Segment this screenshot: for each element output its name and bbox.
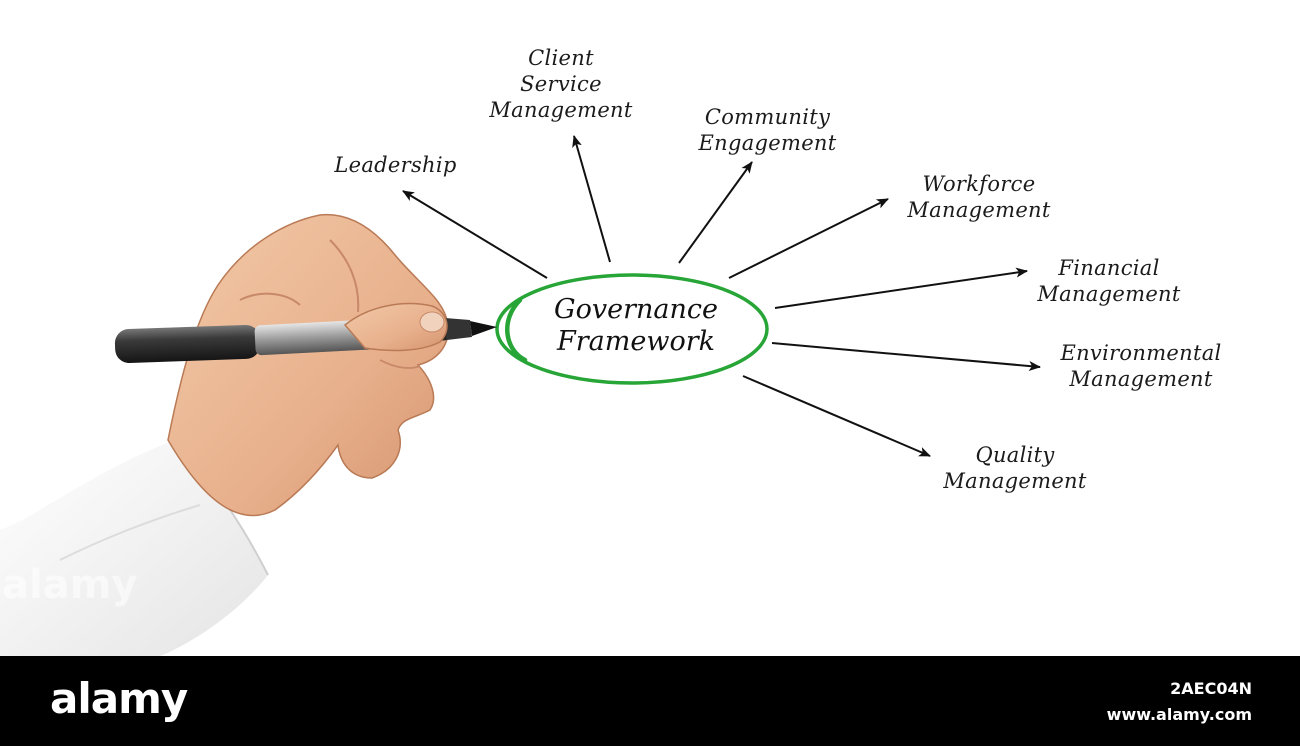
arrow-to-leadership <box>402 190 548 279</box>
arrow-to-financial <box>774 267 1028 309</box>
footer-url: www.alamy.com <box>1106 705 1252 724</box>
center-ellipse <box>495 273 769 385</box>
arrow-to-quality <box>742 375 931 457</box>
thumb <box>343 302 448 352</box>
center-title-line2: Framework <box>557 326 715 357</box>
footer-image-id: 2AEC04N <box>1170 679 1252 698</box>
hand-holding-marker-icon <box>167 213 449 517</box>
arrow-to-workforce <box>728 198 889 279</box>
branch-label-environmental: Environmental Management <box>1060 341 1222 391</box>
footer-logo: alamy <box>50 674 188 723</box>
branch-label-quality: Quality Management <box>943 443 1087 493</box>
arrow-to-environmental <box>771 342 1041 371</box>
branch-label-workforce: Workforce Management <box>907 172 1051 222</box>
footer-bar: alamy 2AEC04N www.alamy.com <box>0 656 1300 746</box>
center-title-line1: Governance <box>554 294 718 325</box>
branch-label-client-service: Client Service Management <box>489 46 633 122</box>
diagram-art <box>0 135 1041 656</box>
branch-label-community: Community Engagement <box>698 105 837 155</box>
branch-label-leadership: Leadership <box>334 153 457 177</box>
arrow-to-community <box>678 161 753 264</box>
center-title: Governance Framework <box>505 294 767 358</box>
watermark-text: alamy <box>2 562 138 608</box>
arrow-to-client-service <box>572 135 611 263</box>
branch-label-financial: Financial Management <box>1037 256 1181 306</box>
footer-info: 2AEC04N www.alamy.com <box>1107 676 1252 728</box>
